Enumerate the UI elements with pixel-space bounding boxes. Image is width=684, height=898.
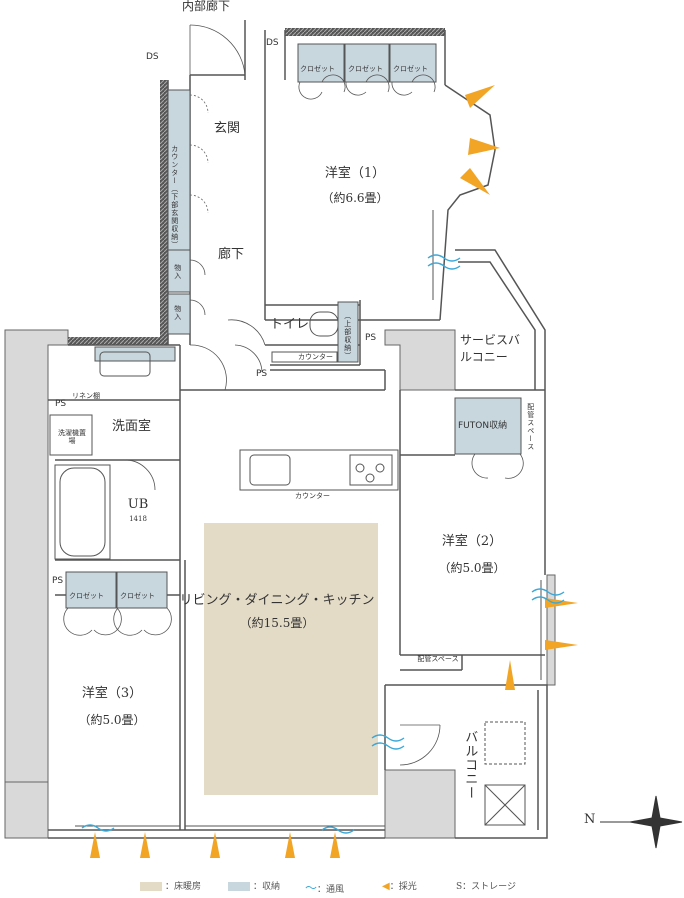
counter-kitchen-label: カウンター	[295, 492, 330, 500]
genkan-label: 玄関	[214, 121, 241, 136]
storage-label-1: 物入	[173, 264, 182, 280]
ds-left-label: DS	[146, 52, 159, 62]
counter-small-label: カウンター	[298, 353, 333, 361]
ldk-size: （約15.5畳）	[239, 616, 315, 630]
wash-room-label: 洗面室	[112, 419, 152, 434]
light-arrow-icon: ◀	[382, 881, 390, 892]
ldk-name: リビング・ダイニング・キッチン	[179, 593, 375, 608]
fixtures	[49, 311, 526, 826]
ventilation-symbols	[81, 254, 565, 834]
storage-blocks	[65, 43, 522, 609]
closet-label-1: クロゼット	[300, 65, 335, 73]
toilet-bowl	[309, 311, 339, 337]
corridor-wall-bottom	[68, 337, 168, 345]
daylight-arrows	[90, 85, 578, 858]
ps-wash-label: PS	[55, 399, 67, 409]
pipe-space-1-label: 配管スペース	[526, 403, 535, 451]
outdoor-unit-1	[484, 721, 526, 765]
ps-bed3-label: PS	[52, 576, 64, 586]
washer-label: 洗濯機置場	[58, 429, 86, 445]
pipe-space-2-label: 配管スペース	[417, 655, 459, 663]
corridor-wall-top	[285, 28, 445, 36]
ub-label: UB	[127, 497, 149, 512]
rouka-label: 廊下	[218, 247, 245, 262]
upper-storage-label: （上部収納）	[343, 312, 352, 360]
service-balcony-label: サービスバルコニー	[460, 333, 521, 364]
bed3-name: 洋室（3）	[81, 686, 143, 701]
closet-label-2: クロゼット	[348, 65, 383, 73]
legend-floor-heating: ：床暖房	[140, 879, 201, 892]
inner-corridor-label: 内部廊下	[182, 0, 231, 13]
counter-vertical-label: カウンター（下部玄関収納）	[170, 145, 179, 249]
door-swings	[63, 24, 524, 766]
bed1-size: （約6.6畳）	[321, 191, 389, 205]
legend-swatch-storage	[228, 882, 250, 891]
ub-size-label: 1418	[129, 515, 147, 523]
balcony-label: バルコニー	[462, 730, 478, 800]
bathtub	[59, 467, 106, 557]
closet-label-3: クロゼット	[393, 65, 428, 73]
compass-icon	[600, 795, 683, 849]
legend-storage: ：収納	[228, 879, 280, 892]
closet-doors	[189, 94, 209, 214]
bed2-size: （約5.0畳）	[438, 561, 506, 575]
ps-corridor-label: PS	[256, 369, 268, 379]
sink	[99, 351, 151, 377]
storage-label-2: 物入	[173, 305, 182, 321]
legend-ventilation: ～：通風	[305, 881, 345, 895]
kitchen-counter	[239, 449, 399, 491]
closet-label-5: クロゼット	[120, 592, 155, 600]
toilet-label: トイレ	[270, 317, 310, 332]
wind-icon: ～	[305, 881, 318, 895]
legend-storage-s: S：ストレージ	[456, 882, 516, 892]
stove	[349, 454, 393, 486]
outdoor-unit-2	[484, 784, 526, 826]
closet-label-4: クロゼット	[69, 592, 104, 600]
legend-swatch-floor-heating	[140, 882, 162, 891]
bed1-name: 洋室（1）	[324, 166, 386, 181]
ps-toilet-label: PS	[365, 333, 377, 343]
washer-box	[49, 414, 93, 456]
corridor-wall-left	[160, 80, 168, 345]
kitchen-sink	[249, 454, 291, 486]
bed3-size: （約5.0畳）	[78, 713, 146, 727]
floor-heating-area	[204, 523, 378, 795]
futon-label: FUTON収納	[458, 421, 508, 431]
legend-daylight: ◀：採光	[382, 881, 417, 892]
ds-right-label: DS	[266, 38, 279, 48]
linen-label: リネン棚	[72, 392, 100, 400]
toilet-counter	[271, 351, 338, 363]
bed2-name: 洋室（2）	[441, 534, 503, 549]
north-label: N	[584, 812, 596, 827]
